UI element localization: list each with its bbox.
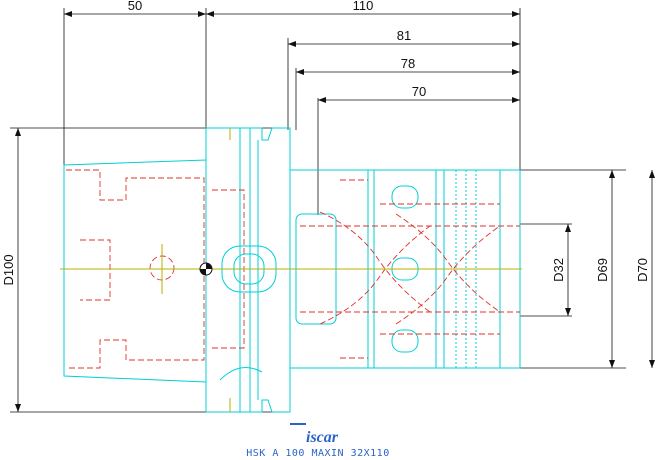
iscar-logo: iscar [290, 423, 339, 446]
dimension-lines [10, 8, 653, 413]
dim-d32: D32 [551, 258, 566, 282]
dim-d70: D70 [635, 258, 650, 282]
gauge-point-icon [199, 262, 213, 276]
drawing-caption: HSK A 100 MAXIN 32X110 [246, 448, 389, 459]
dim-d100: D100 [1, 254, 16, 285]
dim-78: 78 [401, 56, 415, 71]
dim-81: 81 [397, 28, 411, 43]
dimension-arrows [15, 11, 655, 412]
holder-outline [63, 127, 521, 413]
dim-70: 70 [412, 84, 426, 99]
svg-text:iscar: iscar [306, 429, 339, 446]
dim-110: 110 [353, 0, 374, 13]
dim-d69: D69 [595, 258, 610, 282]
dim-50: 50 [128, 0, 142, 13]
